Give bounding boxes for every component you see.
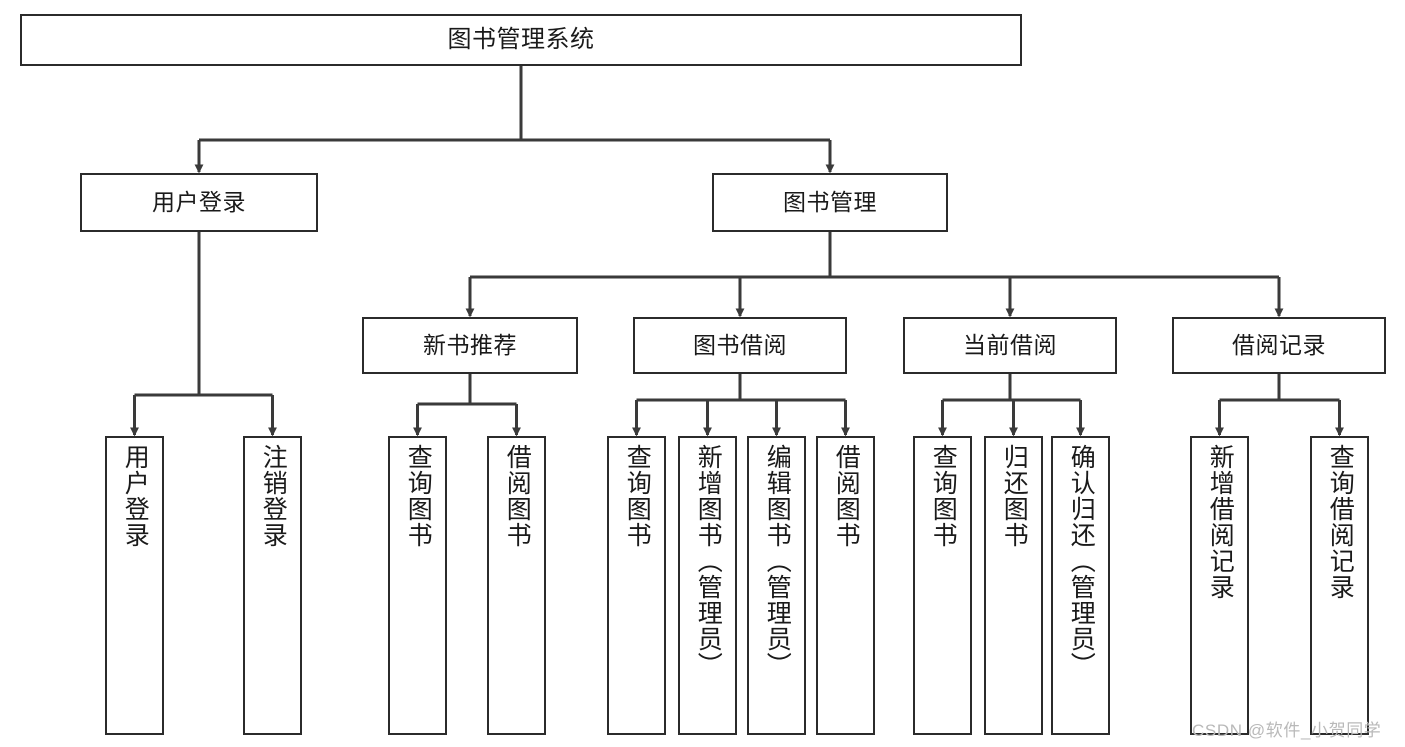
node-leaf_return[interactable]: 归还图书 [984, 436, 1043, 735]
node-leaf_add_book[interactable]: 新增图书（管理员） [678, 436, 737, 735]
node-label: 新增借阅记录 [1206, 444, 1235, 600]
node-leaf_q_book_1[interactable]: 查询图书 [388, 436, 447, 735]
node-book_manage[interactable]: 图书管理 [712, 173, 948, 232]
node-label: 确认归还（管理员） [1067, 444, 1096, 678]
node-leaf_login[interactable]: 用户登录 [105, 436, 164, 735]
node-current_borrow[interactable]: 当前借阅 [903, 317, 1117, 374]
node-leaf_b_book_2[interactable]: 借阅图书 [816, 436, 875, 735]
node-label: 图书借阅 [693, 331, 787, 358]
node-label: 借阅记录 [1232, 331, 1326, 358]
watermark-label: CSDN @软件_小贺同学 [1192, 721, 1382, 740]
node-label: 借阅图书 [832, 444, 861, 548]
node-leaf_q_rec[interactable]: 查询借阅记录 [1310, 436, 1369, 735]
node-label: 图书管理 [783, 188, 877, 215]
node-label: 查询借阅记录 [1326, 444, 1355, 600]
node-label: 用户登录 [121, 444, 150, 548]
node-label: 编辑图书（管理员） [763, 444, 792, 678]
node-leaf_logout[interactable]: 注销登录 [243, 436, 302, 735]
node-label: 用户登录 [152, 188, 246, 215]
node-book_borrow[interactable]: 图书借阅 [633, 317, 847, 374]
node-new_book_rec[interactable]: 新书推荐 [362, 317, 578, 374]
node-leaf_edit_book[interactable]: 编辑图书（管理员） [747, 436, 806, 735]
node-borrow_record[interactable]: 借阅记录 [1172, 317, 1386, 374]
node-label: 当前借阅 [963, 331, 1057, 358]
node-label: 归还图书 [1000, 444, 1029, 548]
node-user_login[interactable]: 用户登录 [80, 173, 318, 232]
node-label: 查询图书 [623, 444, 652, 548]
node-label: 查询图书 [404, 444, 433, 548]
node-label: 新增图书（管理员） [694, 444, 723, 678]
node-leaf_confirm[interactable]: 确认归还（管理员） [1051, 436, 1110, 735]
edge-group [130, 66, 1344, 437]
node-label: 借阅图书 [503, 444, 532, 548]
node-label: 查询图书 [929, 444, 958, 548]
node-leaf_b_book_1[interactable]: 借阅图书 [487, 436, 546, 735]
node-label: 新书推荐 [423, 331, 517, 358]
node-leaf_add_rec[interactable]: 新增借阅记录 [1190, 436, 1249, 735]
node-label: 注销登录 [259, 444, 288, 548]
node-label: 图书管理系统 [447, 25, 595, 53]
node-leaf_q_book_3[interactable]: 查询图书 [913, 436, 972, 735]
node-root[interactable]: 图书管理系统 [20, 14, 1022, 66]
node-leaf_q_book_2[interactable]: 查询图书 [607, 436, 666, 735]
